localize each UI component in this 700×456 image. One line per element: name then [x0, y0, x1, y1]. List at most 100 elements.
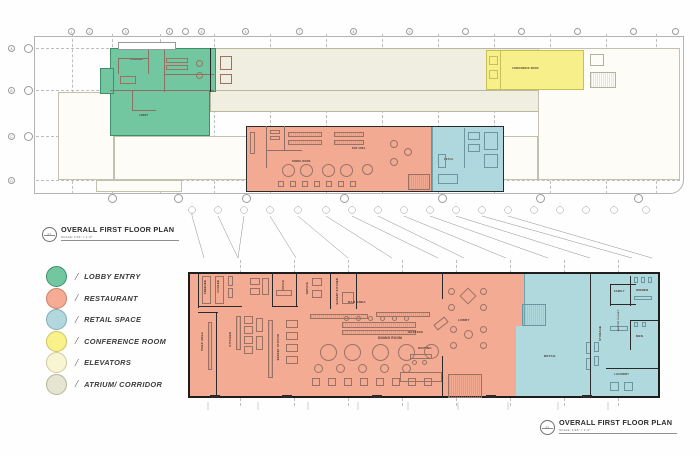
fixture: [220, 74, 232, 84]
kitchen-wall: [198, 312, 218, 314]
dining-table-round: [336, 364, 345, 373]
grid-line-v: [214, 34, 215, 194]
room-label-lobby: LOBBY: [458, 318, 470, 322]
cooler-box: [215, 276, 224, 304]
booth-round: [320, 344, 337, 361]
counter-hatch: [288, 132, 322, 137]
legend-label: RETAIL SPACE: [84, 315, 142, 325]
legend-swatch-retail-space: [46, 309, 67, 331]
bar-stool: [392, 316, 397, 321]
storage-rack: [594, 356, 599, 366]
legend-label: ATRIUM/ CORRIDOR: [84, 379, 163, 389]
lobby-seat: [480, 288, 487, 295]
partition: [266, 126, 267, 168]
exterior-wall: [188, 272, 190, 398]
partition: [464, 128, 465, 168]
dryer: [624, 382, 633, 391]
grid-bubble-column: 4: [166, 28, 173, 35]
entry-canopy: [118, 42, 176, 50]
restroom-wall: [630, 276, 632, 306]
exterior-wall: [188, 396, 660, 398]
fixture: [166, 65, 188, 70]
toilet: [641, 277, 645, 283]
room-label-retail: RETAIL: [444, 158, 454, 161]
dining-table: [344, 378, 352, 386]
legend-slash-icon: /: [75, 270, 79, 283]
grid-bubble-column: [182, 28, 189, 35]
table: [278, 181, 284, 187]
structural-wall: [432, 126, 504, 128]
fixture: [438, 174, 458, 184]
grid-bubble-column: 3: [122, 28, 129, 35]
legend-swatch-restaurant: [46, 287, 67, 309]
room-label-conference-room: CONFERENCE ROOM: [512, 68, 539, 70]
service-counter: [310, 314, 368, 319]
desk: [276, 290, 292, 296]
room-label-bar-area: BAR AREA: [348, 300, 366, 304]
seating-arc: [300, 164, 313, 177]
seating-arc: [322, 164, 335, 177]
table: [302, 181, 308, 187]
grid-line-v: [438, 34, 439, 194]
door-opening: [282, 395, 292, 398]
dining-table-round: [314, 364, 323, 373]
grid-bubble-column: 1: [68, 28, 75, 35]
kitchen-wall: [216, 312, 218, 396]
partition-wall: [356, 273, 358, 309]
bar-counter: [342, 322, 416, 328]
room-label-laundry: LAUNDRY: [614, 372, 630, 376]
detail-marker: [108, 194, 117, 203]
structural-wall: [246, 191, 432, 193]
grid-bubble-column: 8: [350, 28, 357, 35]
bar-stool: [344, 316, 349, 321]
partition: [110, 90, 214, 91]
fixture: [438, 154, 446, 168]
room-label-storage: STORAGE: [130, 58, 144, 61]
bar-stool: [356, 316, 361, 321]
partition: [266, 150, 302, 151]
buffet-equipment: [286, 320, 298, 328]
legend-item: / CONFERENCE ROOM: [46, 330, 206, 353]
grid-bubble-row: C: [8, 133, 15, 140]
fixture-round: [196, 60, 203, 67]
detail-marker: [174, 194, 183, 203]
buffet-counter: [268, 320, 273, 378]
kitchen-equipment: [244, 336, 253, 344]
partition: [148, 50, 149, 74]
grid-bubble-column: 5: [198, 28, 205, 35]
zone-restaurant-enlarged: [188, 272, 548, 398]
restroom-wall: [610, 284, 636, 286]
lobby-seat: [448, 304, 455, 311]
fixture: [312, 290, 322, 298]
fixture: [489, 56, 498, 65]
door-opening: [582, 395, 592, 398]
restroom-wall: [610, 304, 636, 306]
detail-marker: [242, 194, 251, 203]
room-label-storage: STORAGE: [598, 326, 602, 342]
grid-bubble-column: [672, 28, 679, 35]
zone-retail-wedge: [516, 326, 538, 398]
grid-bubble-column: [630, 28, 637, 35]
partition-wall: [296, 273, 298, 307]
fixture: [489, 70, 498, 79]
seating-arc: [282, 164, 295, 177]
legend-swatch-elevators: [46, 352, 67, 374]
grid-bubble-column: [518, 28, 525, 35]
counter-hatch: [334, 132, 364, 137]
legend-swatch-lobby-entry: [46, 266, 67, 288]
title-text: OVERALL FIRST FLOOR PLAN: [61, 225, 175, 234]
waiting-bench: [410, 354, 432, 359]
detail-marker: [24, 86, 33, 95]
table: [338, 181, 344, 187]
detail-marker: [634, 194, 643, 203]
laundry-wall: [606, 368, 658, 370]
stair-run: [590, 72, 616, 88]
grid-bubble-row: A: [8, 45, 15, 52]
fixture: [120, 76, 136, 84]
room-label-prep-area: PREP AREA: [200, 332, 204, 351]
partition: [132, 110, 156, 111]
grid-bubble-row: B: [8, 87, 15, 94]
washer: [610, 382, 619, 391]
fixture: [468, 132, 480, 140]
legend-label: RESTAURANT: [84, 293, 138, 303]
